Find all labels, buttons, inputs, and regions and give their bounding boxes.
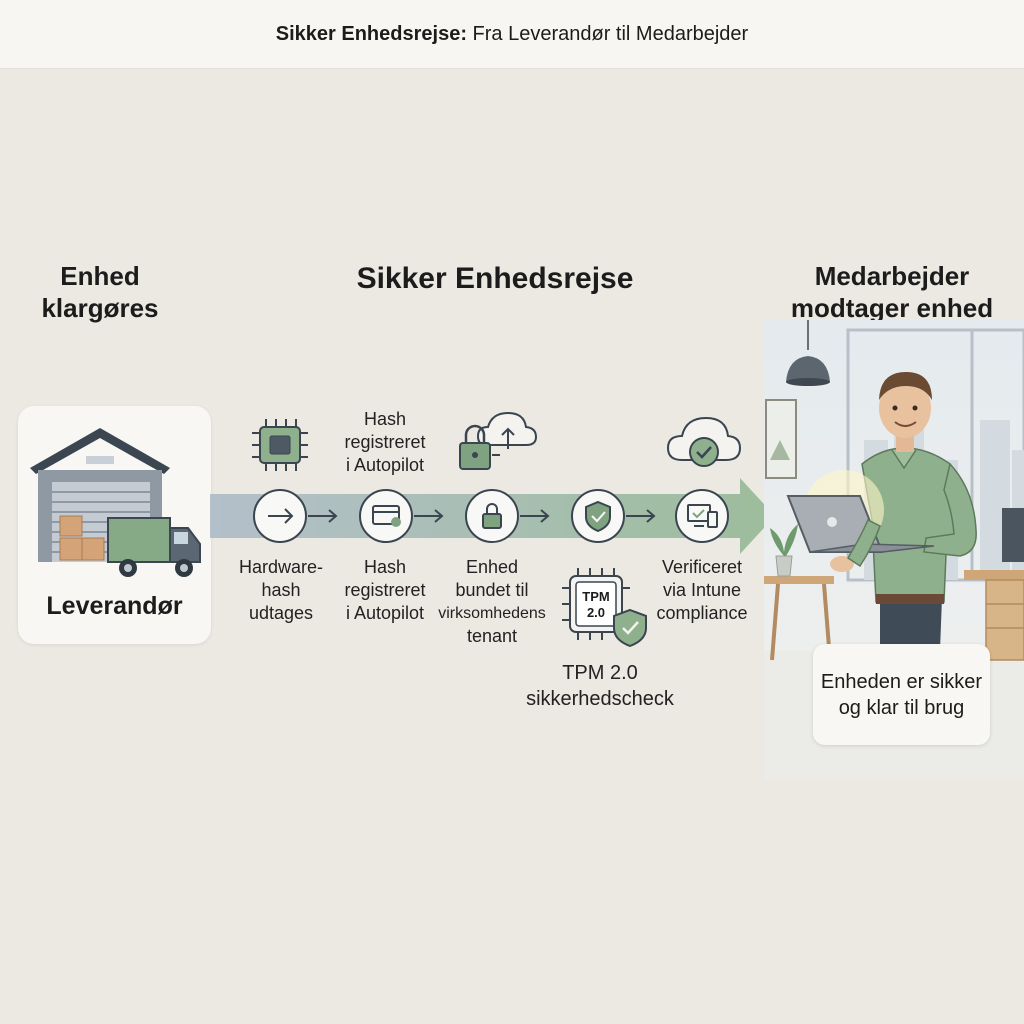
tpm-label: TPM 2.0 sikkerhedscheck (510, 660, 690, 712)
step-3-line2: bundet til (455, 580, 529, 600)
step-1-label: Hardware- hash udtages (226, 556, 336, 625)
step-1-line1: Hardware- (238, 557, 324, 577)
step-2-label: Hash registreret i Autopilot (330, 556, 440, 625)
tpm-label-line2: sikkerhedscheck (526, 688, 674, 710)
stage-right-heading-line2: modtager enhed (790, 293, 994, 323)
step-3-line1: Enhed (465, 557, 519, 577)
tpm-chip-icon: TPM 2.0 (562, 568, 647, 648)
stage-right-heading: Medarbejder modtager enhed (770, 260, 1014, 324)
cpu-chip-icon (252, 419, 308, 471)
step-3-label: Enhed bundet til virksomhedens tenant (428, 556, 556, 648)
hash-top-line3: i Autopilot (345, 455, 425, 475)
center-heading: Sikker Enhedsrejse (356, 262, 634, 295)
warehouse-truck-icon (30, 428, 201, 577)
vendor-card: Leverandør (18, 406, 211, 644)
hash-top-line1: Hash (363, 409, 407, 429)
stage-left-heading: Enhed klargøres (20, 260, 180, 324)
title-bar: Sikker Enhedsrejse: Fra Leverandør til M… (0, 0, 1024, 69)
step-3-line3: virksomhedens (438, 605, 546, 622)
cloud-check-icon (666, 416, 742, 467)
page-title-bold: Sikker Enhedsrejse: (275, 22, 467, 45)
stage-left-heading-line1: Enhed (60, 261, 140, 291)
step-4-line2: via Intune (662, 580, 742, 600)
ready-note-card: Enheden er sikker og klar til brug (813, 644, 990, 745)
flow-arrow (210, 478, 775, 554)
tpm-chip-text-2: 2.0 (587, 605, 605, 620)
step-4-line1: Verificeret (661, 557, 743, 577)
step-2-line1: Hash (363, 557, 407, 577)
step-2-line3: i Autopilot (345, 603, 425, 623)
step-1-line2: hash (261, 580, 301, 600)
step-2-line2: registreret (344, 580, 426, 600)
step-4-label: Verificeret via Intune compliance (646, 556, 758, 625)
step-3-line4: tenant (466, 626, 518, 646)
tpm-chip-text-1: TPM (582, 589, 609, 604)
page-title: Sikker Enhedsrejse: Fra Leverandør til M… (276, 23, 748, 46)
vendor-label: Leverandør (46, 592, 183, 620)
hash-registered-top-label: Hash registreret i Autopilot (330, 408, 440, 477)
lock-cloud-icon (459, 411, 538, 470)
stage-right-heading-line1: Medarbejder (814, 261, 970, 291)
hash-top-line2: registreret (344, 432, 426, 452)
step-1-line3: udtages (248, 603, 314, 623)
tpm-label-line1: TPM 2.0 (562, 662, 638, 684)
page-title-rest: Fra Leverandør til Medarbejder (466, 22, 749, 45)
stage-left-heading-line2: klargøres (41, 293, 159, 323)
step-4-line3: compliance (656, 603, 748, 623)
